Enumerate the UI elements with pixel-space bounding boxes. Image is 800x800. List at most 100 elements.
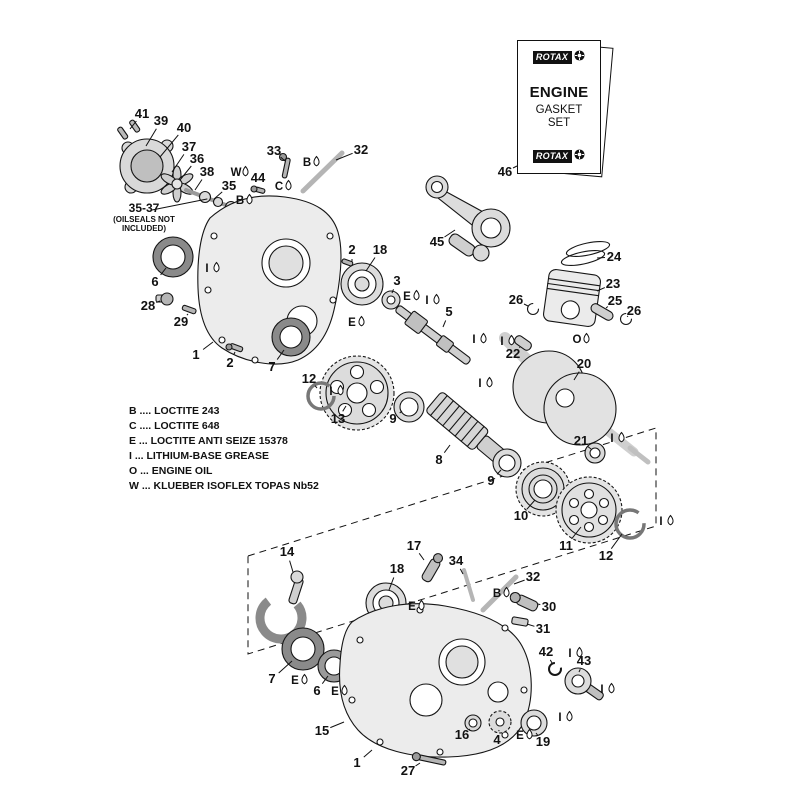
leader-line-6 <box>160 267 167 276</box>
leader-line-8 <box>443 444 451 453</box>
part-number-2: 2 <box>226 355 233 370</box>
part-number-36: 36 <box>190 151 204 166</box>
rotax-logo-top: ROTAX <box>532 48 585 66</box>
rotax-wordmark-bottom: ROTAX <box>532 149 573 163</box>
oilseal-note: 35-37 (OILSEALS NOT INCLUDED) <box>86 201 202 234</box>
part-number-16: 16 <box>455 727 469 742</box>
gasket-title: ENGINE <box>529 84 589 101</box>
leader-line-45 <box>444 229 456 238</box>
leader-line-43 <box>578 668 581 673</box>
gasket-set-card: ROTAX ENGINE GASKET SET ROTAX <box>517 40 614 178</box>
leader-line-2 <box>233 351 236 356</box>
part-number-19: 19 <box>536 734 550 749</box>
lubricant-marker-I: I <box>568 648 571 660</box>
crankcase-lower-half <box>339 603 532 758</box>
gasket-title-block: ENGINE GASKET SET <box>530 66 589 147</box>
droplet-icon <box>246 193 253 205</box>
bolt-44 <box>250 185 266 194</box>
droplet-icon <box>337 384 344 396</box>
part-number-34: 34 <box>449 553 464 568</box>
part-number-24: 24 <box>607 249 622 264</box>
droplet-icon <box>213 261 220 273</box>
rotax-gear-icon <box>574 48 585 66</box>
oilseal-note-range: 35-37 <box>128 201 160 215</box>
part-number-6: 6 <box>151 274 158 289</box>
droplet-icon <box>503 586 510 598</box>
bearing-9b <box>492 448 522 478</box>
mainshaft-5 <box>395 305 471 365</box>
shift-shaft-30 <box>509 591 539 612</box>
droplet-icon <box>566 710 573 722</box>
part-number-21: 21 <box>574 433 588 448</box>
snap-ring-42 <box>548 662 562 676</box>
detent-screw-17 <box>421 553 444 583</box>
legend-item: O ... ENGINE OIL <box>129 465 213 477</box>
leader-line-40 <box>159 134 179 158</box>
part-number-41: 41 <box>135 106 149 121</box>
part-number-42: 42 <box>539 644 553 659</box>
leader-line-42 <box>549 659 553 664</box>
oil-seal-7-upper <box>271 317 311 357</box>
snap-ring-12b <box>614 508 646 540</box>
leader-line-1 <box>363 749 373 758</box>
leader-line-5 <box>442 320 447 328</box>
pin-34 <box>462 568 475 602</box>
droplet-icon <box>667 514 674 526</box>
part-number-31: 31 <box>536 621 550 636</box>
lubricant-marker-B: B <box>236 195 244 207</box>
droplet-icon <box>358 315 365 327</box>
part-number-35: 35 <box>222 178 236 193</box>
droplet-icon <box>583 332 590 344</box>
washer-3 <box>381 290 401 310</box>
leader-line-35 <box>213 191 223 200</box>
droplet-icon <box>608 682 615 694</box>
part-number-4: 4 <box>493 732 501 747</box>
droplet-icon <box>418 599 425 611</box>
droplet-icon <box>413 289 420 301</box>
lubricant-marker-E: E <box>516 730 524 742</box>
crankcase-upper-half <box>197 195 342 365</box>
starter-gear-43 <box>564 667 604 701</box>
gear-11 <box>555 476 623 544</box>
leader-lines <box>129 120 629 767</box>
piston-pin-25 <box>590 303 614 321</box>
snap-ring-12a <box>306 381 336 411</box>
washer-16 <box>464 714 482 732</box>
rotax-wordmark-top: ROTAX <box>532 50 573 64</box>
leader-line-41 <box>129 120 137 130</box>
rotax-gear-icon <box>574 147 585 165</box>
lubricant-marker-E: E <box>348 317 356 329</box>
bearing-19 <box>520 709 548 737</box>
leader-line-37 <box>171 154 185 173</box>
leader-line-6 <box>321 675 329 684</box>
droplet-icon <box>508 334 515 346</box>
lubricant-marker-I: I <box>558 712 561 724</box>
lubricant-marker-O: O <box>573 334 582 346</box>
bolt-2a <box>225 343 244 353</box>
engine-parts <box>117 119 651 766</box>
pump-screws-41 <box>117 119 141 140</box>
lubricant-marker-I: I <box>478 378 481 390</box>
bolt-2b <box>341 258 354 267</box>
leader-line-26 <box>523 303 529 307</box>
leader-line-11 <box>571 526 582 540</box>
part-number-33: 33 <box>267 143 281 158</box>
leader-line-9 <box>496 469 502 475</box>
crankshaft-20 <box>499 332 651 465</box>
leader-line-21 <box>587 446 592 450</box>
part-number-8: 8 <box>435 452 442 467</box>
pin-22 <box>514 335 532 351</box>
leader-line-32 <box>335 152 353 161</box>
lubricant-marker-E: E <box>408 601 416 613</box>
bolt-29 <box>181 304 197 315</box>
rotax-logo-bottom: ROTAX <box>532 147 585 165</box>
leader-line-30 <box>537 603 541 606</box>
legend-item: W ... KLUEBER ISOFLEX TOPAS Nb52 <box>129 480 319 492</box>
part-number-17: 17 <box>407 538 421 553</box>
oilseal-note-line1: (OILSEALS NOT <box>113 215 175 224</box>
